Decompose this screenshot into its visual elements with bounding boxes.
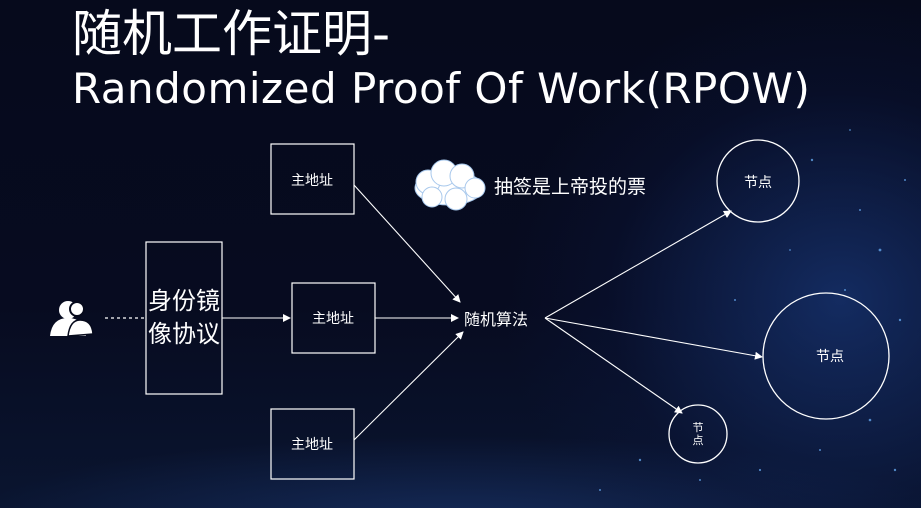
node-circle-top bbox=[716, 139, 800, 223]
address-label-top: 主地址 bbox=[291, 173, 333, 189]
arrow-algorithm-to-node-top bbox=[544, 210, 732, 319]
arrow-algorithm-to-node-right bbox=[544, 317, 763, 360]
title-english: Randomized Proof Of Work(RPOW) bbox=[72, 64, 811, 113]
node-label-small: 节点 bbox=[692, 421, 704, 447]
arrow-bottom-to-algorithm bbox=[353, 331, 464, 441]
address-label-middle: 主地址 bbox=[312, 311, 354, 327]
address-box-bottom bbox=[270, 408, 355, 480]
node-circle-right bbox=[762, 292, 890, 420]
background-stars bbox=[599, 129, 906, 491]
user-group-icon bbox=[50, 301, 94, 337]
lottery-note: 抽签是上帝投的票 bbox=[494, 176, 647, 198]
node-circle-small bbox=[668, 404, 728, 464]
algorithm-label: 随机算法 bbox=[464, 310, 529, 329]
cloud-icon bbox=[414, 159, 486, 211]
arrow-top-to-algorithm bbox=[353, 184, 461, 303]
node-label-top: 节点 bbox=[744, 175, 772, 191]
address-label-bottom: 主地址 bbox=[291, 437, 333, 453]
arrow-algorithm-to-node-small bbox=[544, 317, 683, 414]
address-box-top bbox=[270, 143, 355, 215]
protocol-label: 身份镜像协议 bbox=[148, 287, 220, 348]
node-label-right: 节点 bbox=[816, 349, 844, 365]
title-chinese: 随机工作证明- bbox=[72, 5, 391, 63]
